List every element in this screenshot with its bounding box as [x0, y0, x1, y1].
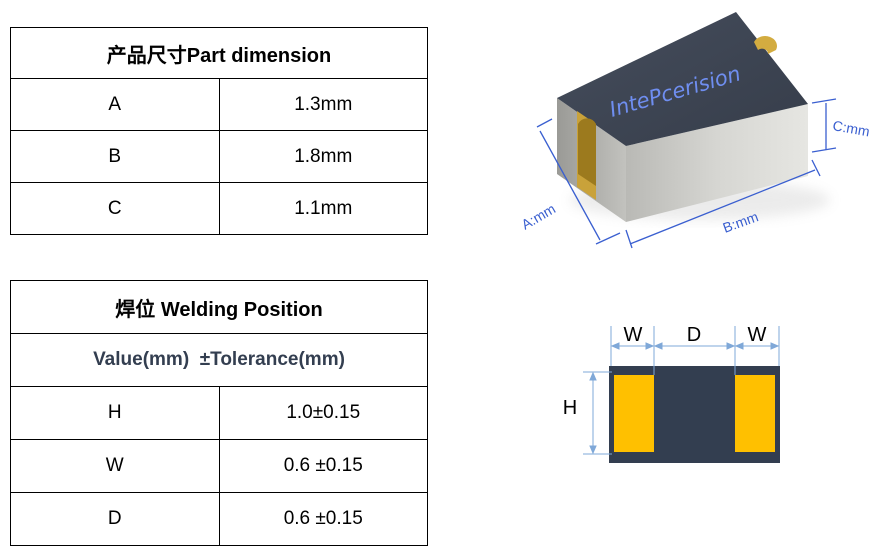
footprint-w-left-label: W: [624, 324, 643, 346]
table-row: A 1.3mm: [10, 78, 428, 131]
welding-position-title: 焊位 Welding Position: [10, 280, 428, 334]
welding-value: 1.0±0.15: [218, 386, 428, 440]
table-row: C 1.1mm: [10, 182, 428, 235]
part-dimension-title: 产品尺寸Part dimension: [10, 27, 428, 79]
table-row: H 1.0±0.15: [10, 386, 428, 440]
extension-lines: [583, 326, 780, 455]
welding-label: D: [10, 492, 220, 546]
welding-label: W: [10, 439, 220, 493]
pad-left: [614, 375, 654, 452]
dimension-c-label: C:mm: [831, 117, 871, 139]
terminal-right: [754, 35, 778, 54]
component-top-face: [557, 12, 808, 146]
footprint-h-label: H: [563, 397, 577, 419]
part-dimension-table: 产品尺寸Part dimension A 1.3mm B 1.8mm C 1.1…: [10, 27, 428, 235]
terminal-notch-left: [578, 118, 596, 186]
dimension-label: A: [10, 78, 220, 131]
dimension-c-line: [811, 98, 837, 153]
dimension-b-line: [625, 159, 821, 249]
dimension-a-line: [536, 118, 621, 245]
welding-value: 0.6 ±0.15: [218, 492, 428, 546]
welding-position-table: 焊位 Welding Position Value(mm) ±Tolerance…: [10, 280, 428, 546]
dimension-arrow-h: [589, 371, 597, 455]
footprint-w-right-label: W: [748, 324, 767, 346]
pad-right: [735, 375, 775, 452]
welding-position-subtitle: Value(mm) ±Tolerance(mm): [10, 333, 428, 387]
welding-label: H: [10, 386, 220, 440]
dimension-arrows-horizontal: [610, 342, 780, 350]
table-row: B 1.8mm: [10, 130, 428, 183]
component-front-face: [626, 104, 808, 222]
table-row: D 0.6 ±0.15: [10, 492, 428, 546]
dimension-label: B: [10, 130, 220, 183]
footprint-d-label: D: [687, 324, 701, 346]
dimension-value: 1.8mm: [218, 130, 428, 183]
dimension-value: 1.1mm: [218, 182, 428, 235]
